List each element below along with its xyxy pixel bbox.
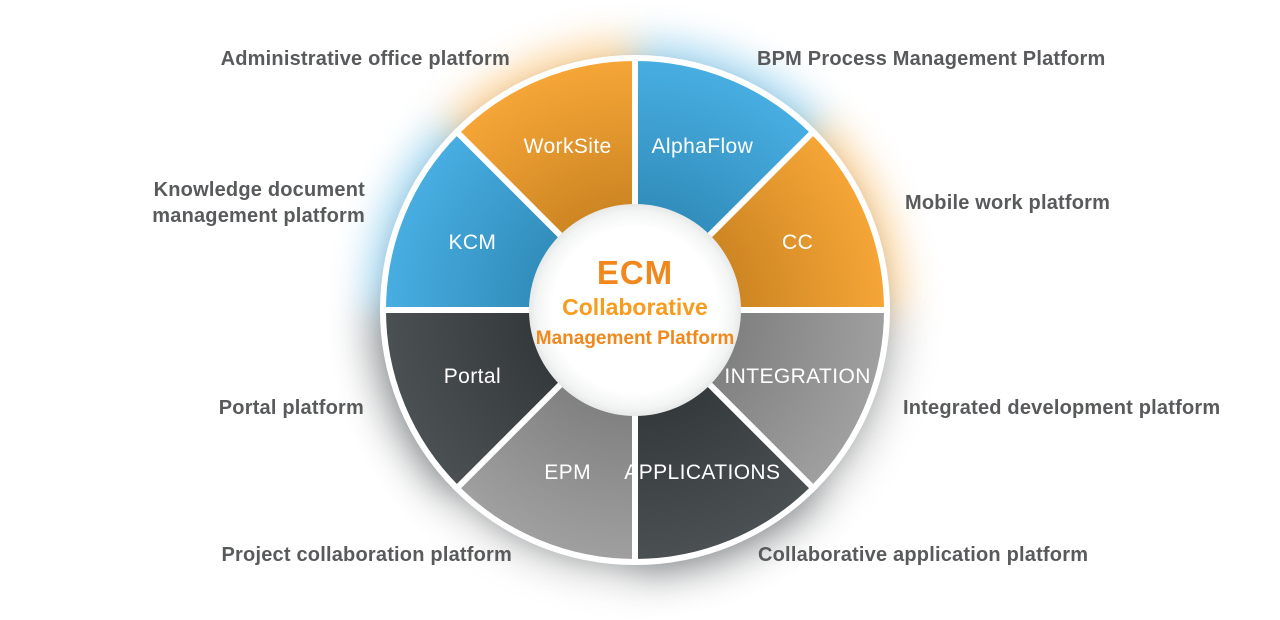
label-mobile-work-platform: Mobile work platform [905, 192, 1111, 214]
center-subtitle-2: Management Platform [535, 328, 735, 349]
segment-label-integration: INTEGRATION [724, 365, 871, 389]
center-title: ECM [596, 254, 674, 291]
label-bpm-process-management-platform: BPM Process Management Platform [757, 48, 1106, 70]
segment-label-epm: EPM [544, 460, 591, 484]
segment-label-alphaflow: AlphaFlow [651, 135, 754, 159]
label-portal-platform: Portal platform [218, 397, 364, 419]
segment-label-portal: Portal [443, 365, 502, 389]
label-project-collaboration-platform: Project collaboration platform [221, 544, 512, 566]
segment-label-kcm: KCM [448, 230, 497, 254]
segment-label-applications: APPLICATIONS [624, 460, 781, 484]
segment-label-cc: CC [782, 230, 814, 254]
wheel-center-text: ECM Collaborative Management Platform [515, 254, 755, 350]
label-collaborative-application-platform: Collaborative application platform [758, 544, 1089, 566]
segment-label-worksite: WorkSite [523, 135, 612, 159]
wheel-center-circle [529, 204, 741, 416]
label-integrated-development-platform: Integrated development platform [903, 397, 1221, 419]
label-administrative-office-platform: Administrative office platform [220, 48, 510, 70]
center-subtitle-1: Collaborative [562, 294, 708, 320]
label-knowledge-document-management-platform: Knowledge document management platform [152, 179, 365, 227]
